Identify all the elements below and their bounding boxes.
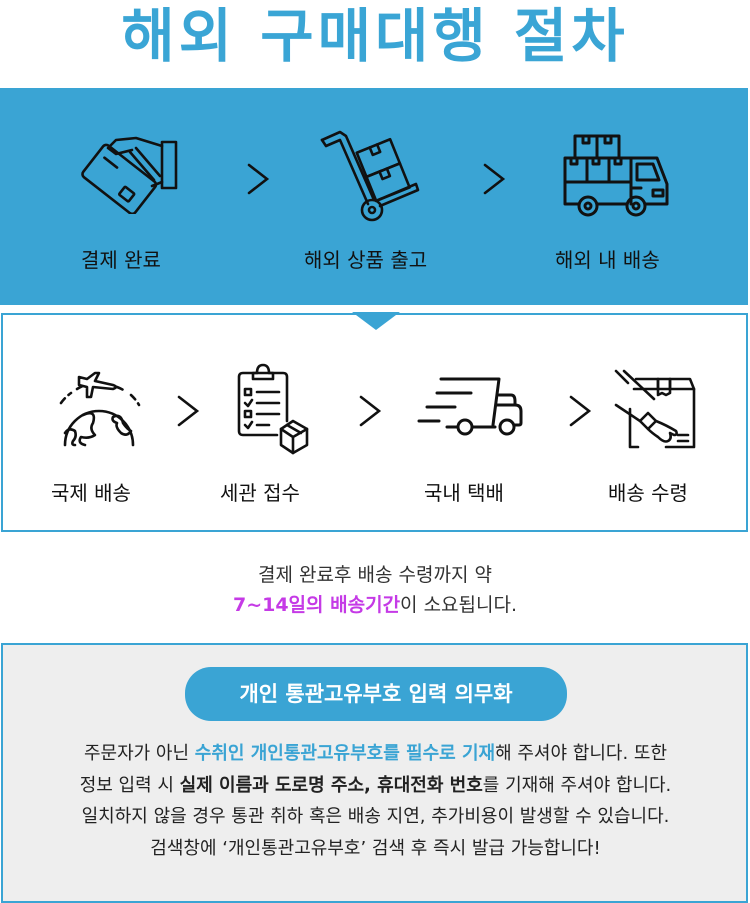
notice-body: 주문자가 아닌 수취인 개인통관고유부호를 필수로 기재해 주셔야 합니다. 또… xyxy=(3,738,748,864)
domestic-steps-box: 국제 배송 세관 접수 국내 택배 xyxy=(1,313,748,532)
notice-line-4: 검색창에 ‘개인통관고유부호’ 검색 후 즉시 발급 가능합니다! xyxy=(150,837,601,859)
step-label-payment: 결제 완료 xyxy=(81,248,161,272)
summary-line-1: 결제 완료후 배송 수령까지 약 xyxy=(258,564,492,586)
hand-receive-box-icon xyxy=(614,369,698,459)
page-title: 해외 구매대행 절차 xyxy=(121,2,629,70)
clipboard-checklist-icon xyxy=(237,363,309,459)
notice-text: 를 기재해 주셔야 합니다. xyxy=(482,774,672,796)
chevron-right-icon xyxy=(568,395,592,431)
notice-line-3: 일치하지 않을 경우 통관 취하 혹은 배송 지연, 추가비용이 발생할 수 있… xyxy=(81,806,670,827)
cargo-truck-icon xyxy=(563,132,673,224)
globe-plane-icon xyxy=(55,367,145,453)
step-label-delivery-received: 배송 수령 xyxy=(608,481,688,505)
chevron-right-icon xyxy=(246,163,270,199)
step-label-customs-receipt: 세관 접수 xyxy=(220,481,300,505)
step-label-domestic-courier: 국내 택배 xyxy=(424,481,504,505)
step-label-overseas-dispatch: 해외 상품 출고 xyxy=(304,248,428,272)
fast-delivery-truck-icon xyxy=(415,375,527,443)
overseas-steps-band: 결제 완료 해외 상품 출고 xyxy=(0,88,748,305)
notice-emphasis-bold: 실제 이름과 도로명 주소, 휴대전화 번호 xyxy=(179,774,483,796)
notice-text: 주문자가 아닌 xyxy=(83,743,195,764)
notice-line-1: 주문자가 아닌 수취인 개인통관고유부호를 필수로 기재해 주셔야 합니다. 또… xyxy=(3,738,748,770)
notice-line-2: 정보 입력 시 실제 이름과 도로명 주소, 휴대전화 번호를 기재해 주셔야 … xyxy=(3,770,748,802)
delivery-period-summary: 결제 완료후 배송 수령까지 약 7~14일의 배송기간이 소요됩니다. xyxy=(0,560,750,620)
customs-code-notice: 개인 통관고유부호 입력 의무화 주문자가 아닌 수취인 개인통관고유부호를 필… xyxy=(1,643,748,903)
hand-truck-icon xyxy=(318,126,422,226)
summary-line-2: 7~14일의 배송기간이 소요됩니다. xyxy=(0,590,750,620)
notice-emphasis-blue: 수취인 개인통관고유부호를 필수로 기재 xyxy=(194,743,496,764)
summary-line-2-rest: 이 소요됩니다. xyxy=(400,594,518,616)
notice-text: 해 주셔야 합니다. 또한 xyxy=(495,743,668,764)
chevron-right-icon xyxy=(482,163,506,199)
chevron-right-icon xyxy=(358,395,382,431)
card-payment-icon xyxy=(80,130,184,218)
flow-down-notch xyxy=(352,312,400,330)
delivery-period-highlight: 7~14일의 배송기간 xyxy=(232,594,401,616)
notice-text: 정보 입력 시 xyxy=(79,774,180,796)
step-label-international-shipping: 국제 배송 xyxy=(51,481,131,505)
step-label-overseas-shipping: 해외 내 배송 xyxy=(555,248,660,272)
notice-title-badge: 개인 통관고유부호 입력 의무화 xyxy=(185,667,567,721)
chevron-right-icon xyxy=(176,395,200,431)
